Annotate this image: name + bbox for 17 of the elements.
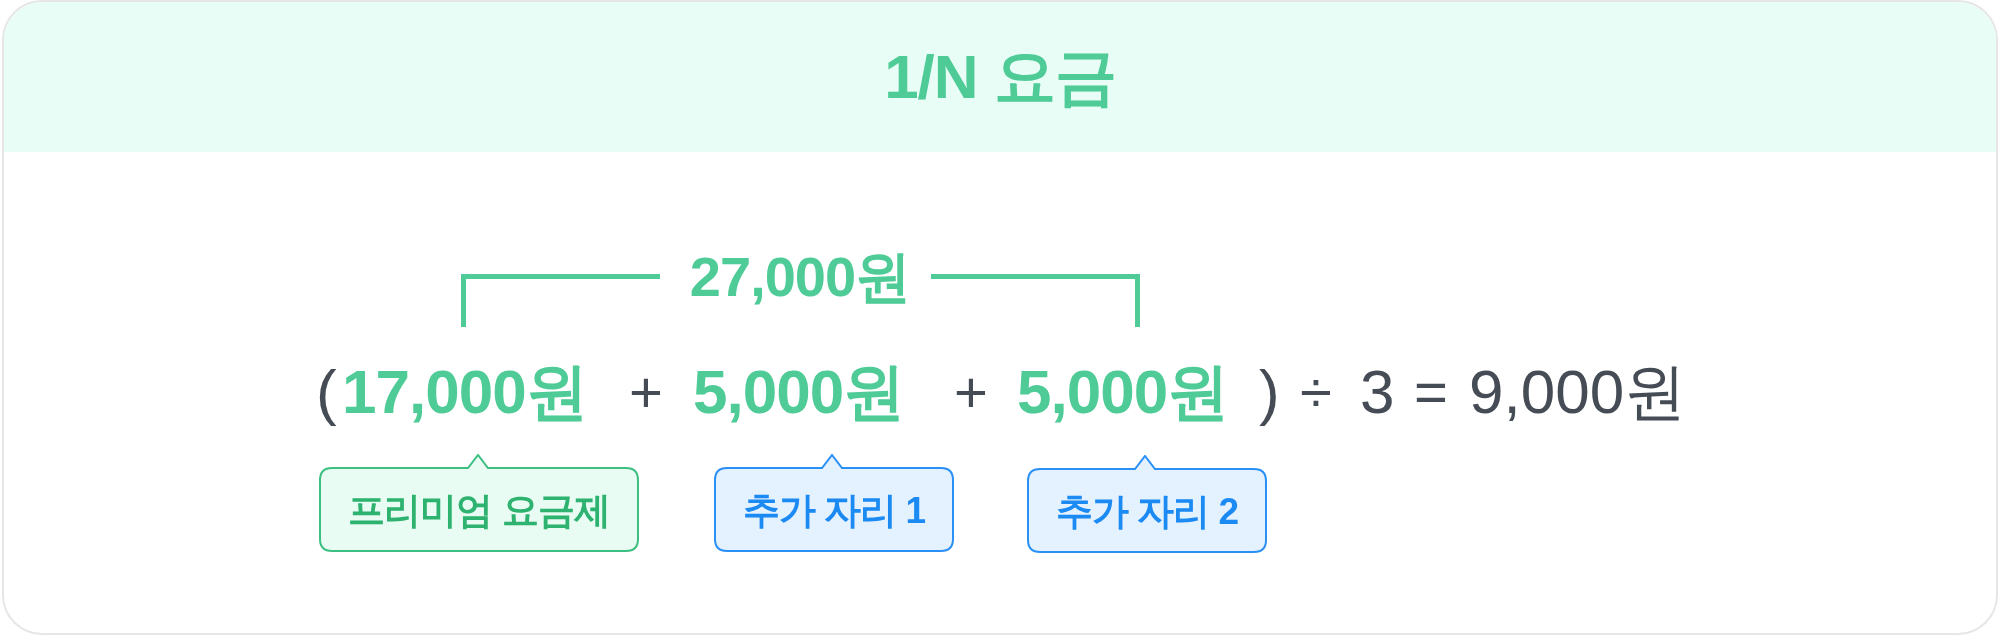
callout-label: 추가 자리 2 bbox=[1055, 492, 1239, 530]
callout-label: 추가 자리 1 bbox=[742, 491, 926, 529]
plus-sign: + bbox=[629, 363, 663, 421]
callout-bubble bbox=[319, 454, 639, 552]
callout-bubble bbox=[1027, 455, 1267, 553]
amount-text: 5,000원 bbox=[693, 361, 905, 423]
callout-label: 프리미엄 요금제 bbox=[348, 491, 610, 529]
plus-sign: + bbox=[954, 363, 988, 421]
equals-sign: = bbox=[1414, 363, 1448, 421]
title-text: 1/N 요금 bbox=[884, 46, 1116, 108]
divisor-number: 3 bbox=[1360, 361, 1395, 423]
total-amount: 27,000원 bbox=[689, 249, 911, 305]
amount-text: 5,000원 bbox=[1017, 361, 1229, 423]
division-sign: ÷ bbox=[1300, 363, 1332, 421]
result-amount: 9,000원 bbox=[1469, 361, 1687, 423]
callout-bubble bbox=[714, 454, 954, 552]
amount-text: 17,000원 bbox=[342, 361, 587, 423]
